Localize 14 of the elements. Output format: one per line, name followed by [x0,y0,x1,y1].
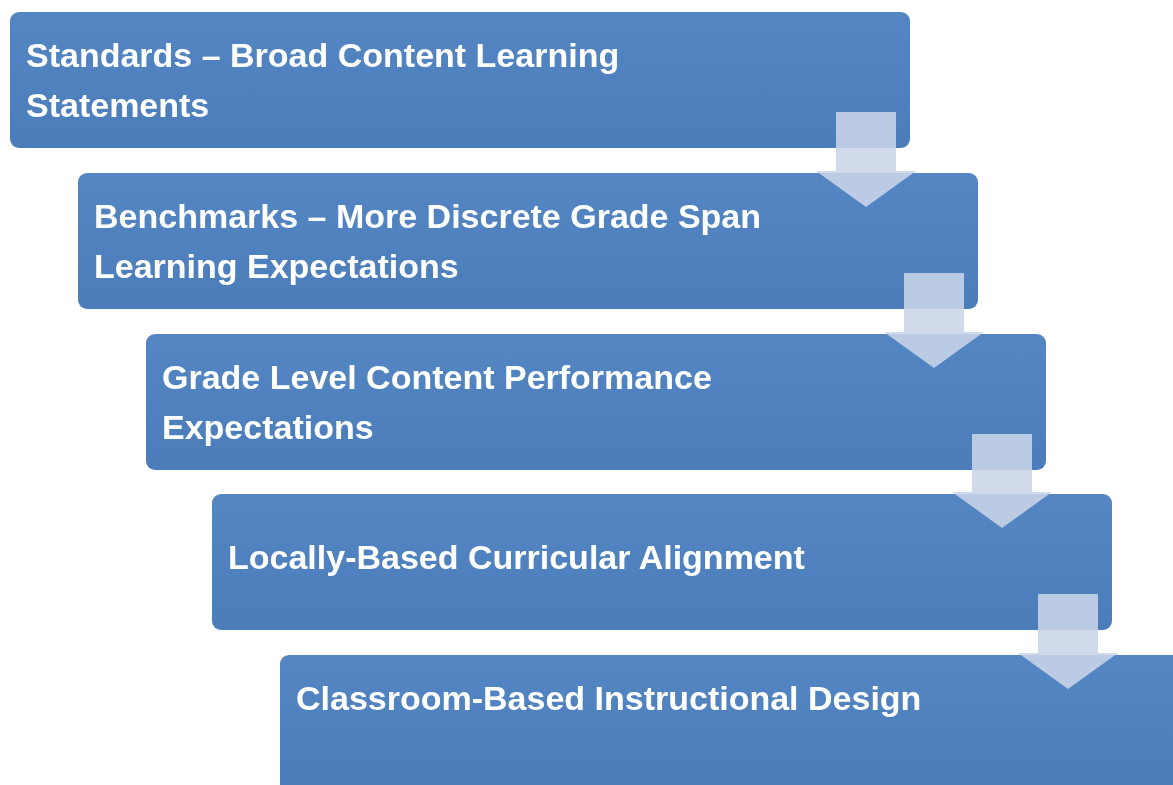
process-box [212,494,1112,630]
process-box [10,12,910,148]
process-box [78,173,978,309]
block-arrow [952,434,1052,528]
box-label: Locally-Based Curricular Alignment [228,537,806,578]
process-box [280,655,1173,785]
block-arrow [1018,594,1118,689]
box-label: Standards – Broad Content Learning Statements [26,35,621,126]
box-label: Benchmarks – More Discrete Grade Span Learning Expectations [94,196,763,287]
block-arrow [884,273,984,368]
box-label: Classroom-Based Instructional Design [296,678,923,719]
box-label: Grade Level Content Performance Expectations [162,357,713,448]
process-box [146,334,1046,470]
block-arrow [816,112,916,207]
